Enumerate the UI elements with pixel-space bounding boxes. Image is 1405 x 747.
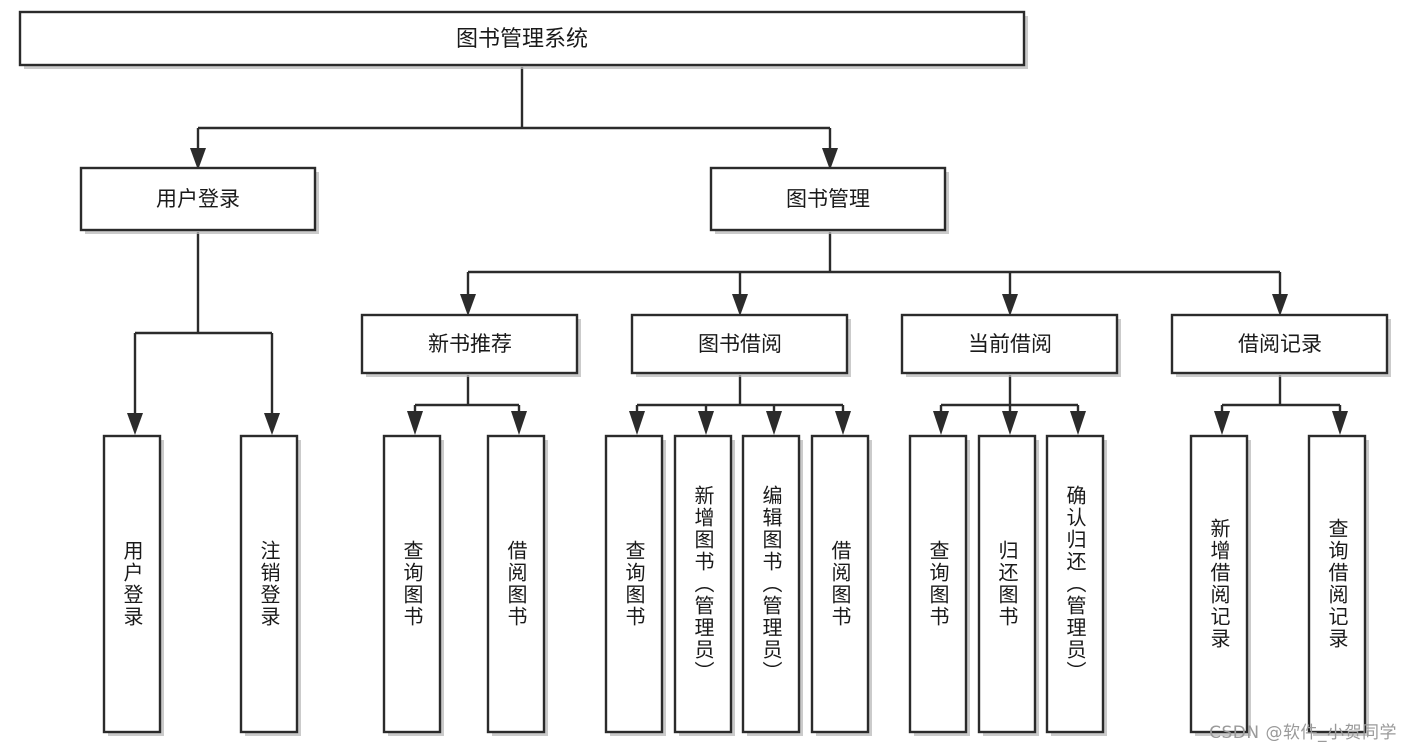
- leaf-node-cb-return-book[interactable]: [977, 434, 1039, 736]
- arrowhead-br-leaf1: [1214, 411, 1230, 435]
- arrowhead-bb-leaf2: [698, 411, 714, 435]
- leaf-node-cb-confirm-return[interactable]: [1045, 434, 1107, 736]
- arrowhead-cb-leaf2: [1002, 411, 1018, 435]
- arrowhead-nb-leaf1: [407, 411, 423, 435]
- node-current-borrow[interactable]: 当前借阅: [900, 313, 1121, 377]
- arrowhead-nb-leaf2: [511, 411, 527, 435]
- leaf-node-user-login[interactable]: [102, 434, 164, 736]
- arrowhead-cb-leaf3: [1070, 411, 1086, 435]
- arrowhead-leaf-user-login: [127, 413, 143, 435]
- arrowhead-book-borrow: [732, 294, 748, 316]
- node-borrow-record[interactable]: 借阅记录: [1170, 313, 1391, 377]
- arrowhead-leaf-logout: [264, 413, 280, 435]
- leaf-node-br-add-record[interactable]: [1189, 434, 1251, 736]
- connector-layer: [127, 67, 1348, 435]
- node-book-management[interactable]: 图书管理: [709, 166, 949, 234]
- node-root-label: 图书管理系统: [456, 27, 588, 52]
- leaf-node-cb-query-book[interactable]: [908, 434, 970, 736]
- node-book-borrow-label: 图书借阅: [698, 332, 782, 356]
- node-book-management-label: 图书管理: [786, 187, 870, 211]
- node-root[interactable]: 图书管理系统: [18, 10, 1028, 69]
- leaf-node-logout[interactable]: [239, 434, 301, 736]
- node-layer: 图书管理系统 用户登录 图书管理 新书推荐: [18, 10, 1391, 736]
- leaf-node-br-query-record[interactable]: [1307, 434, 1369, 736]
- arrowhead-user-login: [190, 148, 206, 170]
- node-current-borrow-label: 当前借阅: [968, 332, 1052, 356]
- watermark: CSDN @软件_小贺同学: [1209, 723, 1397, 743]
- node-book-borrow[interactable]: 图书借阅: [630, 313, 851, 377]
- arrowhead-bb-leaf4: [835, 411, 851, 435]
- node-borrow-record-label: 借阅记录: [1238, 332, 1322, 356]
- arrowhead-current-borrow: [1002, 294, 1018, 316]
- node-user-login[interactable]: 用户登录: [79, 166, 319, 234]
- node-user-login-label: 用户登录: [156, 187, 240, 211]
- leaf-node-bb-add-book[interactable]: [673, 434, 735, 736]
- arrowhead-cb-leaf1: [933, 411, 949, 435]
- arrowhead-new-book: [460, 294, 476, 316]
- leaf-node-bb-borrow-book[interactable]: [810, 434, 872, 736]
- node-new-book-recommend-label: 新书推荐: [428, 332, 512, 356]
- arrowhead-br-leaf2: [1332, 411, 1348, 435]
- arrowhead-borrow-record: [1272, 294, 1288, 316]
- leaf-node-bb-query-book[interactable]: [604, 434, 666, 736]
- arrowhead-bb-leaf3: [766, 411, 782, 435]
- leaf-node-bb-edit-book[interactable]: [741, 434, 803, 736]
- leaf-node-nb-query-book[interactable]: [382, 434, 444, 736]
- arrowhead-book-mgmt: [822, 148, 838, 170]
- arrowhead-bb-leaf1: [629, 411, 645, 435]
- leaf-node-nb-borrow-book[interactable]: [486, 434, 548, 736]
- node-new-book-recommend[interactable]: 新书推荐: [360, 313, 581, 377]
